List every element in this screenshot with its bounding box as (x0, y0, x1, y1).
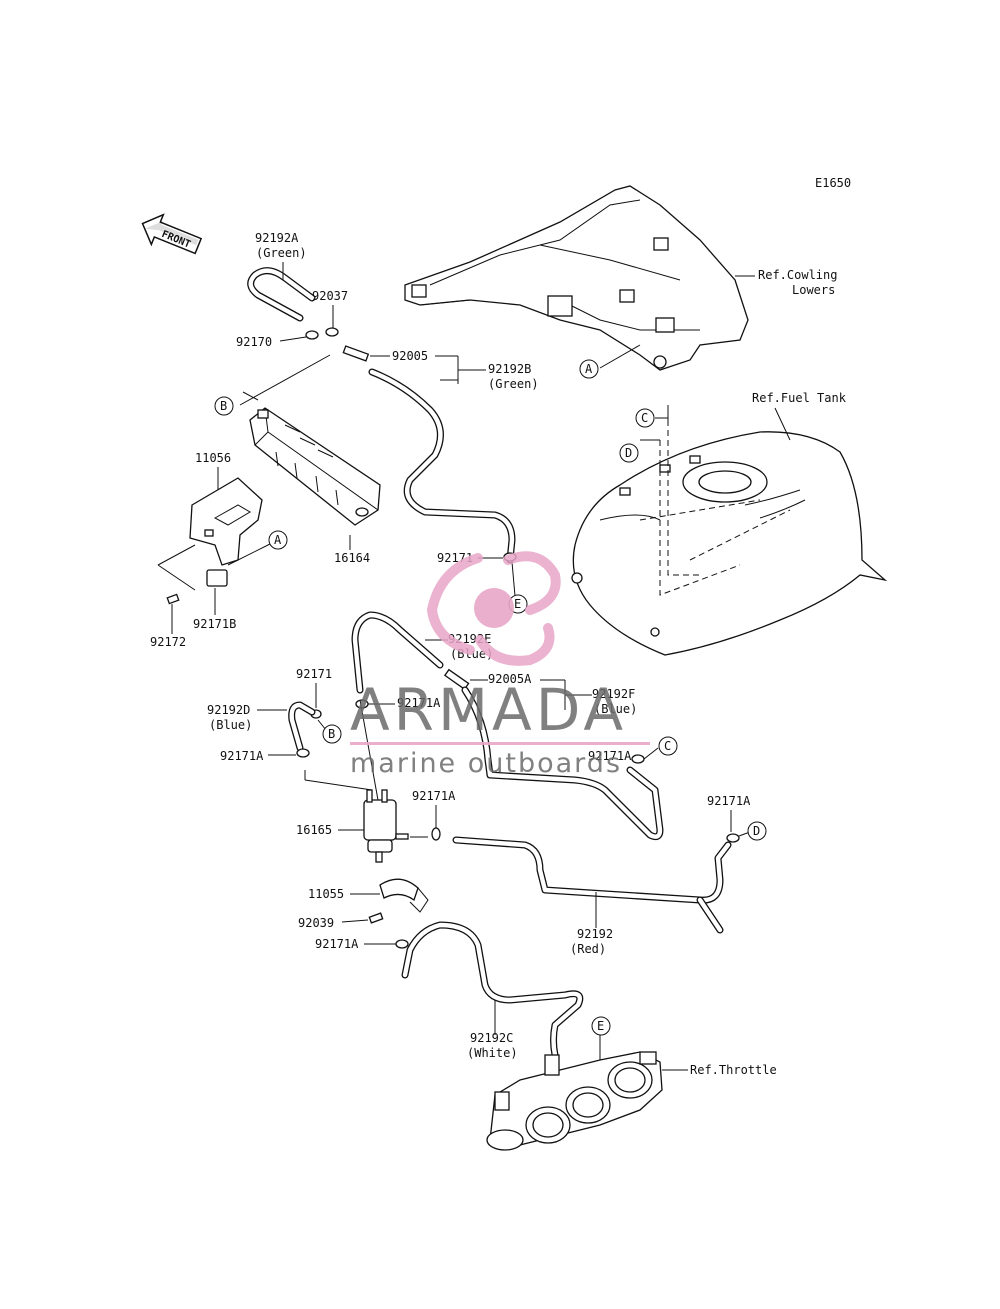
svg-text:D: D (753, 824, 760, 838)
part-92192C-color: (White) (467, 1046, 518, 1060)
part-92192B: 92192B (488, 362, 531, 376)
part-92005A: 92005A (488, 672, 532, 686)
svg-text:C: C (641, 411, 648, 425)
watermark-tagline: marine outboards (350, 748, 622, 779)
part-92192C: 92192C (470, 1031, 513, 1045)
callout-D-tank: D (619, 443, 639, 463)
part-92171A-6: 92171A (315, 937, 359, 951)
svg-text:E: E (597, 1019, 604, 1033)
part-92005: 92005 (392, 349, 428, 363)
part-92172: 92172 (150, 635, 186, 649)
part-92192-color: (Red) (570, 942, 606, 956)
callout-B-hose: B (322, 724, 342, 744)
part-92170: 92170 (236, 335, 272, 349)
part-92171A-4: 92171A (707, 794, 751, 808)
bracket-11055 (379, 878, 429, 913)
callout-E-throttle: E (591, 1016, 611, 1036)
diagram-code: E1650 (815, 176, 851, 190)
part-92171A-3: 92171A (588, 749, 632, 763)
filter-16165 (363, 789, 409, 863)
svg-text:B: B (328, 727, 335, 741)
callout-D-hose: D (747, 821, 767, 841)
callout-B-canister: B (214, 396, 234, 416)
watermark: ARMADA marine outboards (350, 551, 650, 779)
part-92171A-1: 92171A (397, 696, 441, 710)
svg-text:A: A (585, 362, 593, 376)
part-92192D: 92192D (207, 703, 250, 717)
ref-fuel-tank: Ref.Fuel Tank (752, 391, 847, 405)
part-11056: 11056 (195, 451, 231, 465)
part-92192B-color: (Green) (488, 377, 539, 391)
part-92171A-5: 92171A (412, 789, 456, 803)
watermark-propeller-logo (426, 551, 561, 666)
svg-text:B: B (220, 399, 227, 413)
callout-A-cowling: A (579, 359, 599, 379)
part-11055: 11055 (308, 887, 344, 901)
fuel-tank-illustration (571, 431, 888, 656)
part-92192F: 92192F (592, 687, 635, 701)
part-92037: 92037 (312, 289, 348, 303)
callout-C-hose: C (658, 736, 678, 756)
part-16164: 16164 (334, 551, 370, 565)
part-92192D-color: (Blue) (209, 718, 252, 732)
svg-text:A: A (274, 533, 282, 547)
svg-text:D: D (625, 446, 632, 460)
part-92039: 92039 (298, 916, 334, 930)
cowling-lowers-illustration (404, 185, 749, 371)
svg-text:E: E (514, 597, 521, 611)
bracket-11056 (189, 477, 263, 566)
part-92192A: 92192A (255, 231, 299, 245)
throttle-body-illustration (486, 1051, 663, 1151)
watermark-brand: ARMADA (350, 676, 627, 744)
svg-text:C: C (664, 739, 671, 753)
ref-throttle: Ref.Throttle (690, 1063, 777, 1077)
callout-A-bracket: A (268, 530, 288, 550)
part-92192F-color: (Blue) (594, 702, 637, 716)
front-arrow-icon: FRONT (141, 213, 203, 255)
canister-16164 (249, 407, 381, 526)
part-92192: 92192 (577, 927, 613, 941)
part-92171B: 92171B (193, 617, 236, 631)
part-16165: 16165 (296, 823, 332, 837)
part-92171-mid: 92171 (296, 667, 332, 681)
part-92192A-color: (Green) (256, 246, 307, 260)
callout-C-tank: C (635, 408, 655, 428)
part-92171A-2: 92171A (220, 749, 264, 763)
